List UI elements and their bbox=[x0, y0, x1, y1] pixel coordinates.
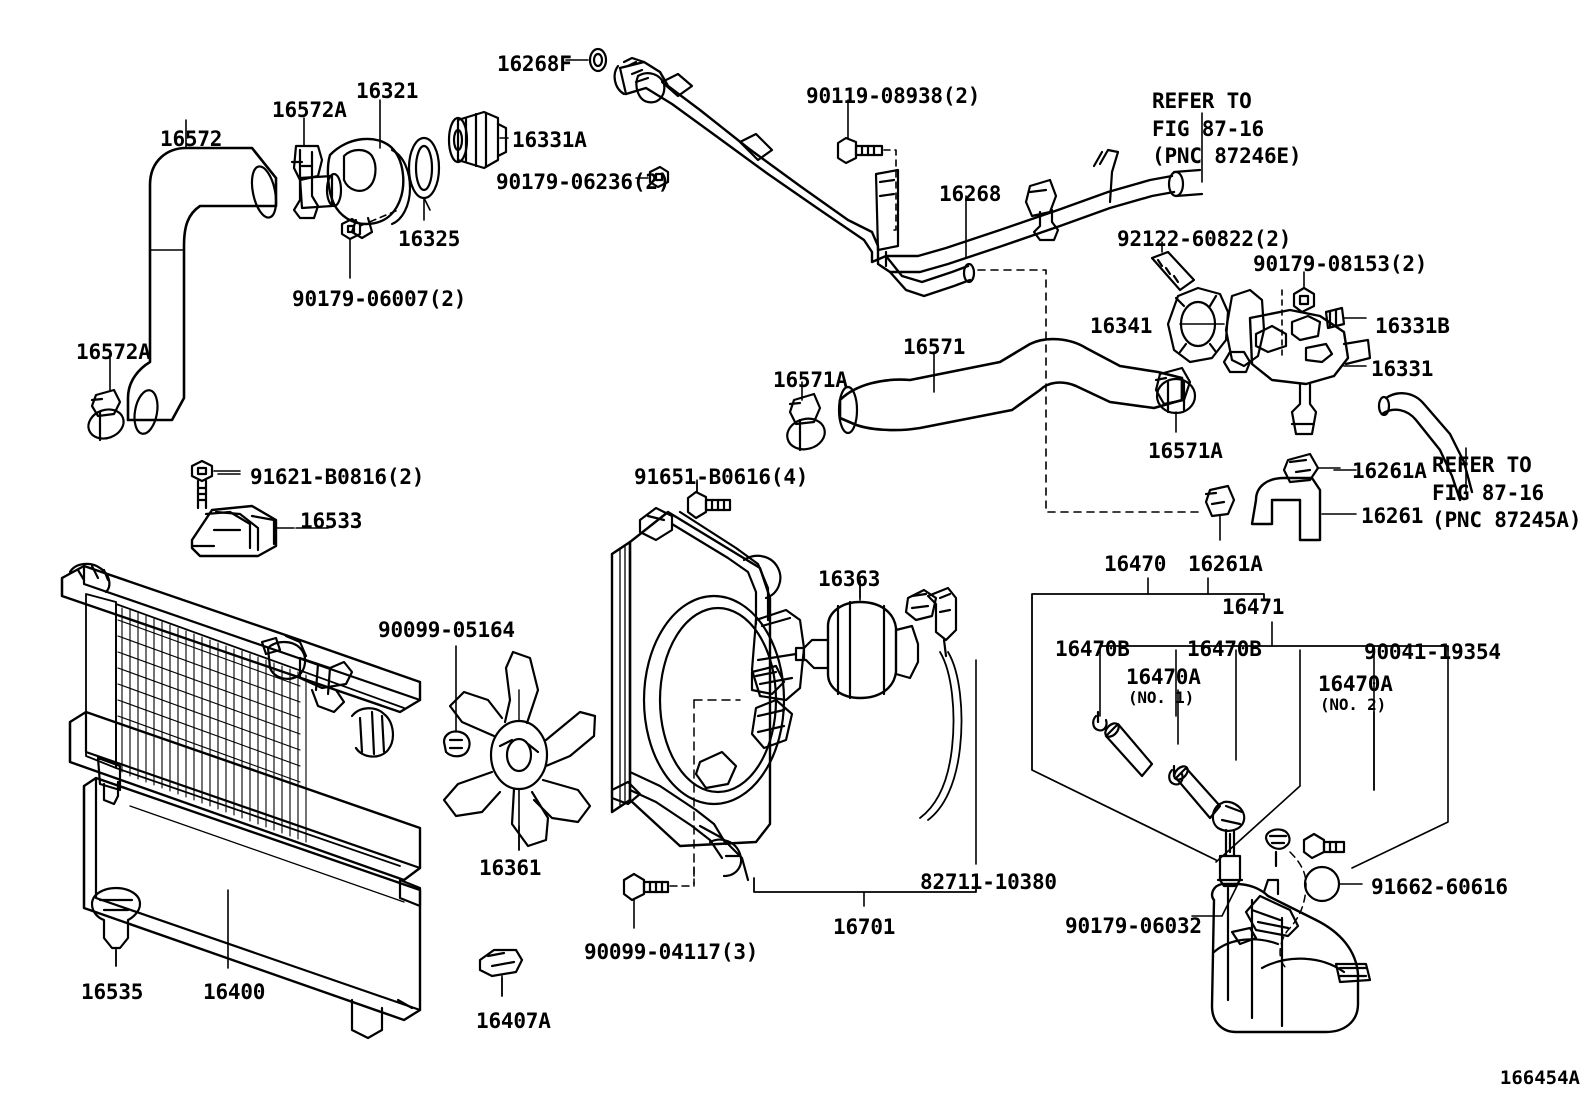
callout-c16331: 16331 bbox=[1371, 357, 1434, 381]
callout-c16470B_1: 16470B bbox=[1055, 637, 1130, 661]
callout-c92122_60822: 92122-60822(2) bbox=[1117, 227, 1292, 251]
callout-c16268: 16268 bbox=[939, 182, 1002, 206]
callout-c16331A: 16331A bbox=[512, 128, 587, 152]
callout-c90179_08153: 90179-08153(2) bbox=[1253, 252, 1428, 276]
callout-cref1: REFER TO FIG 87-16 (PNC 87246E) bbox=[1152, 89, 1302, 169]
callout-c16325: 16325 bbox=[398, 227, 461, 251]
part-16400-radiator bbox=[60, 562, 422, 1040]
callout-c16470A_2: 16470A bbox=[1318, 672, 1393, 696]
callout-c82711_10380: 82711-10380 bbox=[920, 870, 1057, 894]
part-16341-gasket bbox=[1166, 286, 1230, 364]
part-16331A-thermostat bbox=[447, 110, 508, 170]
callout-c90179_06032: 90179-06032 bbox=[1065, 914, 1202, 938]
callout-c16361: 16361 bbox=[479, 856, 542, 880]
part-16572A-clamp-lower bbox=[87, 388, 125, 442]
part-16331B-plug bbox=[1324, 306, 1367, 330]
callout-c16470A_1: 16470A bbox=[1126, 665, 1201, 689]
callout-c16470A_2n: (NO. 2) bbox=[1320, 695, 1387, 714]
part-16407A-clip bbox=[478, 948, 524, 997]
callout-c16571A_left: 16571A bbox=[773, 368, 848, 392]
part-16572-hose bbox=[126, 146, 278, 435]
part-90099-04117-bolt bbox=[622, 861, 695, 929]
callout-c16261A_low: 16261A bbox=[1188, 552, 1263, 576]
part-91621-B0816-bolt bbox=[190, 459, 241, 510]
callout-c16407A: 16407A bbox=[476, 1009, 551, 1033]
callout-c16268F: 16268F bbox=[497, 52, 572, 76]
callout-c90041_19354: 90041-19354 bbox=[1364, 640, 1501, 664]
callout-c91651_B0616: 91651-B0616(4) bbox=[634, 465, 809, 489]
callout-c16470: 16470 bbox=[1104, 552, 1167, 576]
callout-c16400: 16400 bbox=[203, 980, 266, 1004]
callout-c16321: 16321 bbox=[356, 79, 419, 103]
callout-c90179_06007: 90179-06007(2) bbox=[292, 287, 467, 311]
callout-c16535: 16535 bbox=[81, 980, 144, 1004]
part-90179-06007-nut bbox=[340, 209, 399, 279]
callout-c16571A_right: 16571A bbox=[1148, 439, 1223, 463]
callout-c16331B: 16331B bbox=[1375, 314, 1450, 338]
part-16321-water-inlet bbox=[298, 137, 412, 240]
callout-c90179_06236: 90179-06236(2) bbox=[496, 170, 671, 194]
part-16571A-clamp-left bbox=[786, 392, 826, 452]
part-refer-87245A-hose bbox=[1377, 392, 1474, 502]
part-16363-fan-motor bbox=[794, 579, 963, 821]
part-16331-water-outlet bbox=[1222, 288, 1372, 436]
callout-c90099_04117: 90099-04117(3) bbox=[584, 940, 759, 964]
callout-c16261A_up: 16261A bbox=[1352, 459, 1427, 483]
part-90119-08938-bolt bbox=[836, 99, 897, 231]
part-92122-60822-pin bbox=[1150, 241, 1196, 292]
part-16571-hose bbox=[837, 337, 1184, 435]
callout-c16571: 16571 bbox=[903, 335, 966, 359]
part-16701-fan-shroud bbox=[610, 506, 806, 885]
part-16533-support bbox=[190, 504, 295, 558]
callout-c16471: 16471 bbox=[1222, 595, 1285, 619]
part-90099-05164-grommet bbox=[442, 645, 471, 758]
callout-c16341: 16341 bbox=[1090, 314, 1153, 338]
callout-c16572A_top: 16572A bbox=[272, 98, 347, 122]
part-16268-water-pipe bbox=[613, 56, 1204, 298]
part-16361-fan bbox=[442, 650, 597, 851]
part-16261A-clamp-upper bbox=[1282, 452, 1341, 484]
callout-c16533: 16533 bbox=[300, 509, 363, 533]
part-16571A-clamp-right bbox=[1154, 366, 1197, 433]
callout-c16470A_1n: (NO. 1) bbox=[1128, 688, 1195, 707]
callout-c91621_B0816: 91621-B0816(2) bbox=[250, 465, 425, 489]
callout-c90099_05164: 90099-05164 bbox=[378, 618, 515, 642]
part-16261-hose bbox=[1250, 476, 1322, 542]
part-90179-06236-nut bbox=[635, 165, 670, 189]
callout-c16470B_2: 16470B bbox=[1187, 637, 1262, 661]
sheet-id-number: 166454A bbox=[1499, 1067, 1580, 1089]
callout-c16701: 16701 bbox=[833, 915, 896, 939]
callout-c16572A_left: 16572A bbox=[76, 340, 151, 364]
callout-c16363: 16363 bbox=[818, 567, 881, 591]
callout-c16261: 16261 bbox=[1361, 504, 1424, 528]
part-90179-08153-bolt bbox=[1281, 271, 1316, 357]
callout-cref2: REFER TO FIG 87-16 (PNC 87245A) bbox=[1432, 453, 1582, 533]
label-leaders bbox=[109, 99, 1367, 997]
part-16268F-oring bbox=[565, 47, 608, 73]
callout-c90119_08938: 90119-08938(2) bbox=[806, 84, 981, 108]
bracket-16701 bbox=[753, 877, 977, 893]
connector-dashed-main bbox=[977, 269, 1205, 513]
part-16470-reservoir-group bbox=[1031, 577, 1449, 1034]
callout-c16572: 16572 bbox=[160, 127, 223, 151]
callout-c91662_60616: 91662-60616 bbox=[1371, 875, 1508, 899]
part-16261A-clamp-lower bbox=[1204, 484, 1236, 541]
